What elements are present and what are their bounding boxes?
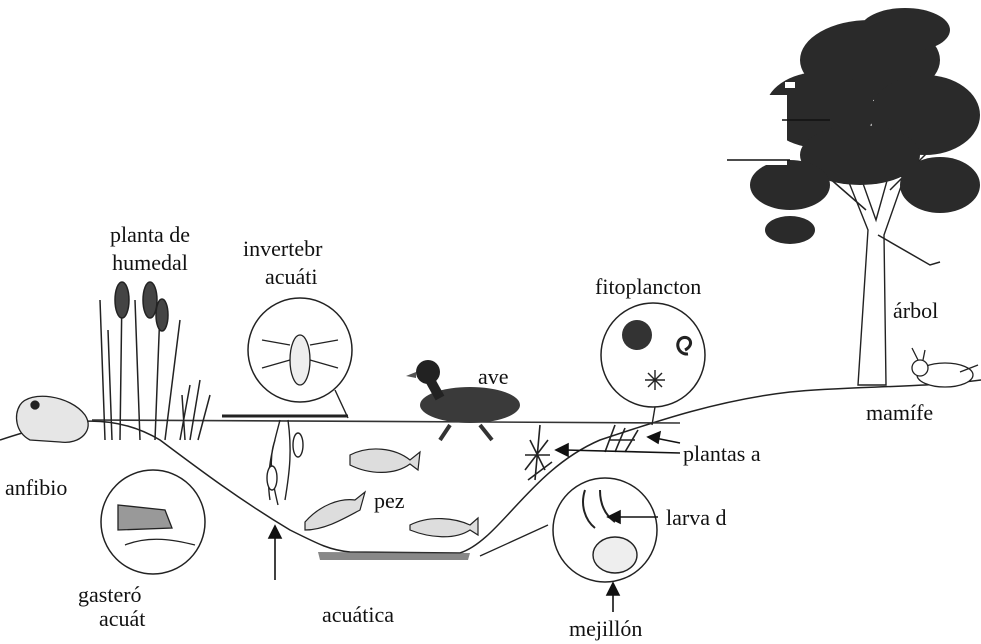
label-invertebrado-1: invertebr: [243, 236, 322, 262]
cattail-icon: [100, 282, 210, 440]
rabbit-icon: [912, 348, 978, 387]
label-acuatica: acuática: [322, 602, 394, 628]
sediment-bed: [318, 552, 470, 560]
label-planta-humedal-2: humedal: [90, 250, 210, 276]
frog-icon: [17, 396, 89, 442]
label-mejillon: mejillón: [569, 616, 642, 642]
label-ave: ave: [478, 364, 509, 390]
label-plantas-acuaticas: plantas a: [683, 441, 761, 467]
label-gasteropodo-1: gasteró: [78, 582, 142, 608]
label-arbol: árbol: [893, 298, 938, 324]
mussel-icon: [593, 537, 637, 573]
label-gasteropodo-2: acuát: [99, 606, 145, 632]
label-planta-humedal-1: planta de: [90, 222, 210, 248]
label-larva: larva d: [666, 505, 726, 531]
phytoplankton-inset: [601, 303, 705, 407]
water-surface: [92, 420, 680, 423]
tree-icon: [727, 8, 980, 385]
label-pez: pez: [374, 488, 405, 514]
label-invertebrado-2: acuáti: [265, 264, 318, 290]
label-anfibio: anfibio: [5, 475, 67, 501]
label-fitoplancton: fitoplancton: [595, 274, 701, 300]
label-mamifero: mamífe: [866, 400, 933, 426]
water-lily-icon: [222, 416, 348, 505]
